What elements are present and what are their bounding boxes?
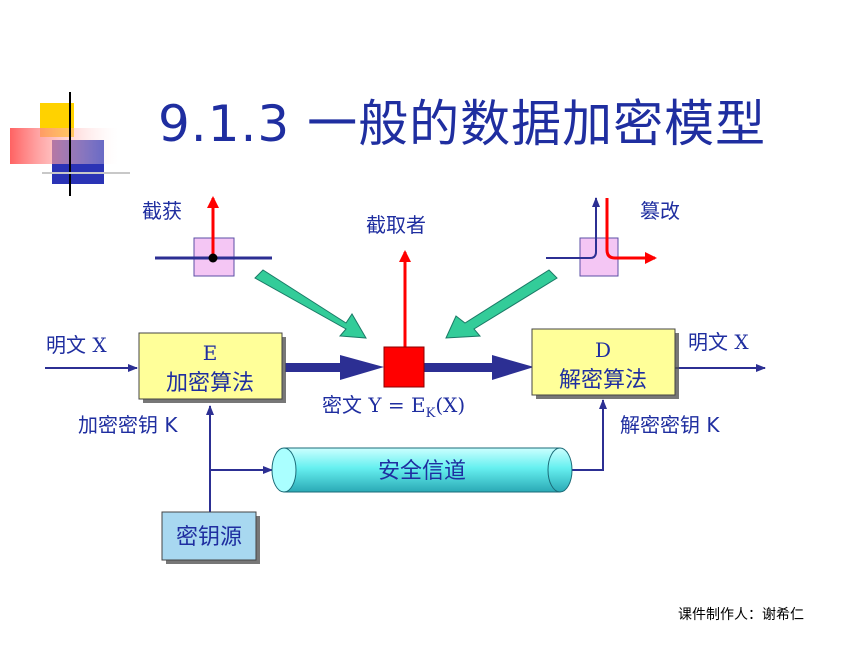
tamper-blue-path: [546, 197, 600, 259]
encrypt-letter: E: [203, 341, 218, 365]
encrypt-box: [138, 332, 286, 403]
label-plaintext-right: 明文 X: [688, 330, 749, 354]
logo-red-bar: [10, 128, 118, 164]
channel-to-decrypt-arrow: [568, 399, 607, 471]
teal-arrow-left: [254, 269, 367, 339]
label-ciphertext: 密文 Y = EK(X): [322, 393, 465, 421]
key-source-box: [161, 511, 260, 564]
interceptor-red-square: [383, 346, 425, 388]
tamper-group: [546, 197, 657, 277]
label-secure-channel: 安全信道: [378, 459, 466, 484]
secure-channel-pipe: [271, 447, 573, 493]
label-interceptor: 截取者: [366, 213, 426, 237]
label-encrypt-key: 加密密钥 K: [78, 413, 178, 437]
intercept-group: [155, 196, 272, 277]
main-channel-arrows: [285, 355, 534, 380]
footer-credit: 课件制作人：谢希仁: [678, 607, 804, 623]
label-decrypt-key: 解密密钥 K: [620, 413, 720, 437]
encrypt-algo-label: 加密算法: [166, 371, 254, 396]
page-title: 9.1.3 一般的数据加密模型: [158, 95, 767, 153]
ciphertext-subscript: K: [426, 406, 436, 421]
intercept-dot: [208, 253, 218, 263]
teal-arrow-right: [445, 269, 558, 339]
ciphertext-prefix: 密文 Y = E: [322, 393, 426, 417]
ciphertext-suffix: (X): [435, 393, 465, 417]
tamper-red-path: [605, 198, 657, 264]
label-key-source: 密钥源: [176, 525, 242, 550]
label-plaintext-left: 明文 X: [46, 333, 107, 357]
label-tamper: 篡改: [640, 199, 680, 223]
label-intercept: 截获: [142, 199, 182, 223]
decrypt-algo-label: 解密算法: [559, 368, 647, 393]
decrypt-box: [531, 328, 679, 399]
decrypt-letter: D: [595, 338, 611, 362]
decorative-logo: [10, 92, 130, 196]
